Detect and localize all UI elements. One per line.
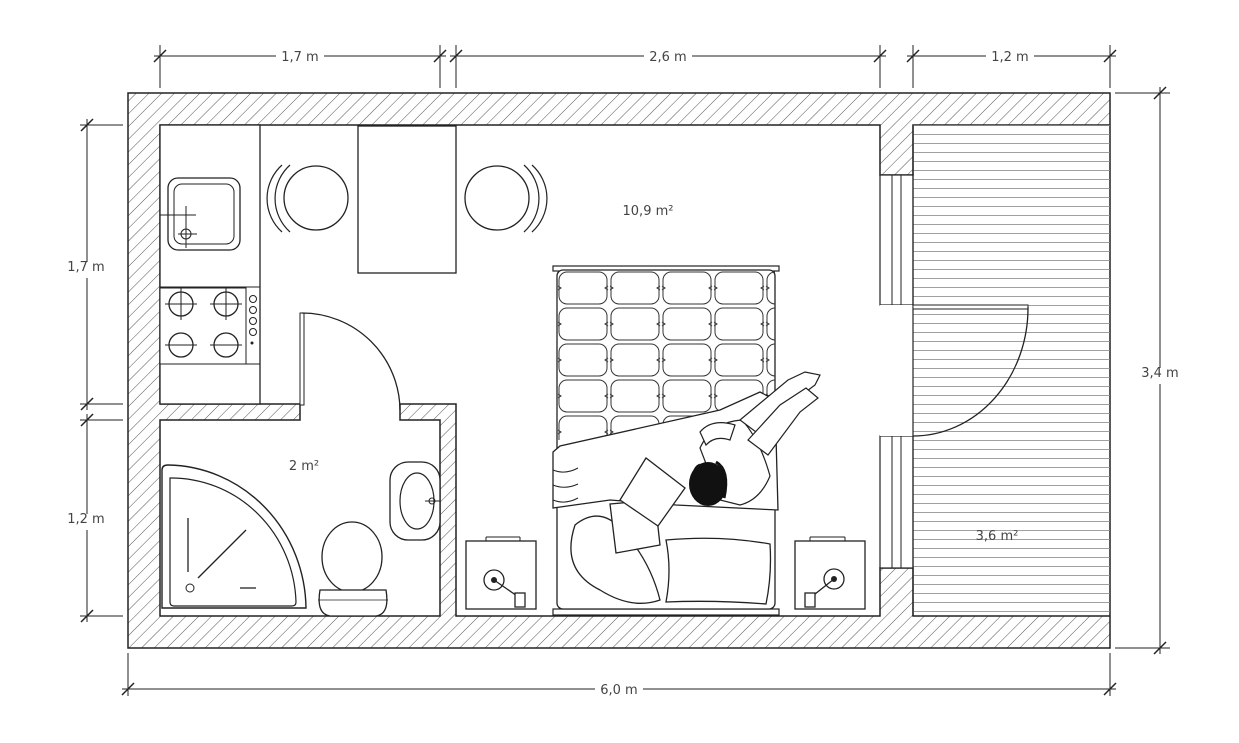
pillows — [570, 457, 772, 605]
bathroom-area-label: 2 m² — [289, 459, 319, 474]
person-head — [689, 462, 727, 506]
balcony-area-label: 3,6 m² — [976, 529, 1019, 544]
kitchen-sink — [160, 177, 241, 251]
dim-label-gap — [70, 262, 104, 278]
dim-left-kitchen: 1,7 m — [67, 260, 104, 275]
dim-top-balcony: 1,2 m — [991, 50, 1028, 65]
window-lower — [879, 435, 914, 569]
nightstand-right — [794, 536, 866, 610]
toilet — [318, 521, 388, 617]
dim-top-room: 2,6 m — [649, 50, 686, 65]
dim-label-gap — [1144, 368, 1178, 384]
shower-tray — [161, 464, 307, 609]
lamp-icon — [483, 569, 505, 591]
balcony-door — [912, 304, 1029, 437]
dim-bottom-total: 6,0 m — [600, 683, 637, 698]
chair-left — [266, 164, 349, 233]
nightstand-left — [465, 536, 537, 610]
person — [689, 371, 821, 506]
dim-top-kitchen: 1,7 m — [281, 50, 318, 65]
room-area-label: 10,9 m² — [623, 204, 674, 219]
window-upper — [879, 174, 914, 306]
lamp-icon — [823, 568, 845, 590]
dim-left-bath: 1,2 m — [67, 512, 104, 527]
dim-label-gap — [70, 514, 104, 530]
bathroom-door — [299, 312, 401, 411]
walls — [127, 92, 1111, 649]
chair-right — [464, 164, 548, 233]
dim-right-total: 3,4 m — [1141, 366, 1178, 381]
stove — [159, 287, 257, 365]
bathroom-sink — [389, 461, 441, 541]
balcony-deck — [912, 125, 1110, 616]
dining-table — [357, 125, 457, 274]
